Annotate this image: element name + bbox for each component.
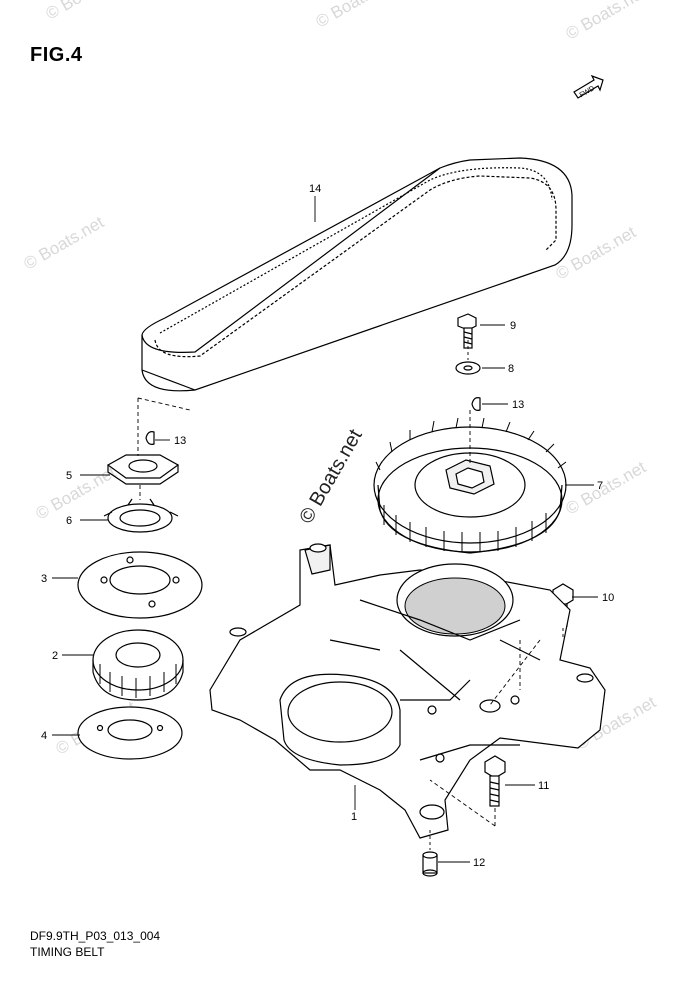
watermark-repeat: © Boats.net: [563, 457, 650, 518]
watermark-repeat: © Boats.net: [563, 0, 650, 43]
leader-lines: [52, 196, 598, 863]
figure-caption: TIMING BELT: [30, 945, 105, 959]
dowel-12: [422, 851, 438, 877]
timing-belt: [141, 157, 573, 392]
bolt-9: [457, 313, 477, 349]
callout-2: 2: [52, 650, 58, 662]
callout-9: 9: [510, 320, 516, 332]
callout-13-left: 13: [174, 435, 186, 447]
callout-6: 6: [66, 515, 72, 527]
callout-12: 12: [473, 857, 485, 869]
callout-3: 3: [41, 573, 47, 585]
crank-sprocket-2: [92, 629, 184, 701]
figure-title: FIG.4: [30, 44, 83, 66]
callout-10: 10: [602, 592, 614, 604]
callout-4: 4: [41, 730, 47, 742]
callout-8: 8: [508, 363, 514, 375]
watermark-main: © Boats.net: [295, 425, 367, 527]
watermark-repeat: © Boats.net: [313, 0, 400, 31]
washer-8: [455, 361, 481, 375]
watermark-repeat: © Boats.net: [43, 0, 130, 23]
lock-washer-6: [103, 498, 179, 533]
fwd-arrow-icon: FWD: [573, 74, 604, 99]
callout-1: 1: [351, 811, 357, 823]
guide-plate-4: [77, 706, 183, 760]
callout-labels: 14 9 8 13 13 7 5 6 3 10 2 4 11 1 12: [41, 183, 614, 869]
callout-11: 11: [538, 780, 549, 792]
watermark-repeat: © Boats.net: [21, 212, 108, 273]
cam-sprocket-7: [373, 417, 567, 554]
key-13-left: [145, 431, 155, 445]
nut-5: [106, 454, 180, 485]
callout-5: 5: [66, 470, 72, 482]
callout-7: 7: [597, 480, 603, 492]
figure-code: DF9.9TH_P03_013_004: [30, 929, 161, 943]
callout-14: 14: [309, 183, 321, 195]
engine-bracket-1: [209, 543, 606, 839]
guide-plate-3: [77, 551, 203, 619]
key-13-right: [471, 397, 481, 411]
bolt-11: [484, 755, 506, 807]
callout-13-right: 13: [512, 399, 524, 411]
